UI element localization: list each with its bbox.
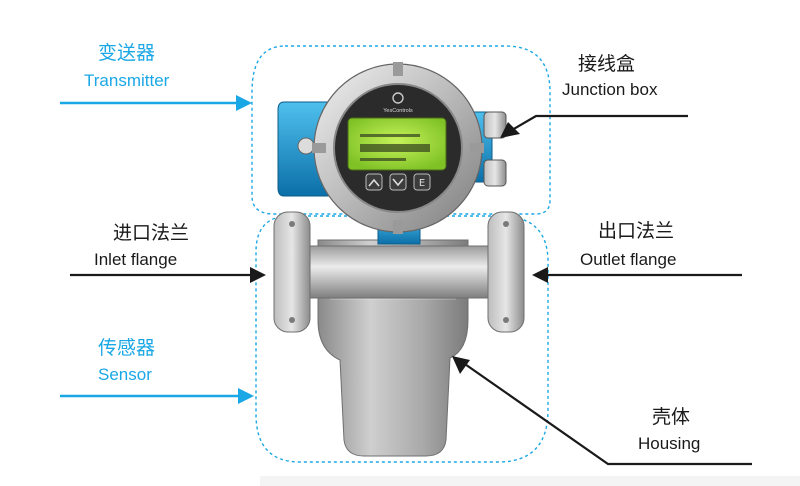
transmitter-label-cn: 变送器 [98,42,156,64]
junction-box-label-en: Junction box [562,80,658,99]
transmitter-outline [251,45,551,215]
outlet-flange-label-en: Outlet flange [580,250,677,269]
pointer-inlet-flange [70,267,266,283]
up-key [365,173,383,191]
enter-key [413,173,431,191]
housing-label-en: Housing [638,434,701,453]
ground-shadow [260,476,800,486]
chevron-down-icon [392,178,404,187]
junction-box-glands [483,111,507,187]
inlet-flange-label-cn: 进口法兰 [113,222,190,244]
pointer-outlet-flange [532,267,742,283]
sensor-label-cn: 传感器 [98,337,156,359]
brand-text: YesControls [383,108,413,114]
junction-box-label-cn: 接线盒 [578,53,636,75]
transmitter-label-en: Transmitter [84,71,170,90]
enter-key-label: E [419,178,425,189]
chevron-up-icon [368,178,380,187]
brand-logo [392,92,404,104]
pointer-transmitter [60,95,252,111]
sensor-label-en: Sensor [98,365,152,384]
down-key [389,173,407,191]
outlet-flange-label-cn: 出口法兰 [598,220,675,242]
housing-label-cn: 壳体 [652,406,691,428]
display-head: YesControls E [312,62,484,234]
pointer-sensor [60,388,254,404]
pipe [285,245,503,299]
inlet-flange-label-en: Inlet flange [94,250,178,269]
inlet-flange-part [273,211,311,333]
outlet-flange-part [487,211,525,333]
sensor-outline [255,215,549,463]
pointer-housing [452,356,752,466]
pointer-junction-box [500,114,688,138]
